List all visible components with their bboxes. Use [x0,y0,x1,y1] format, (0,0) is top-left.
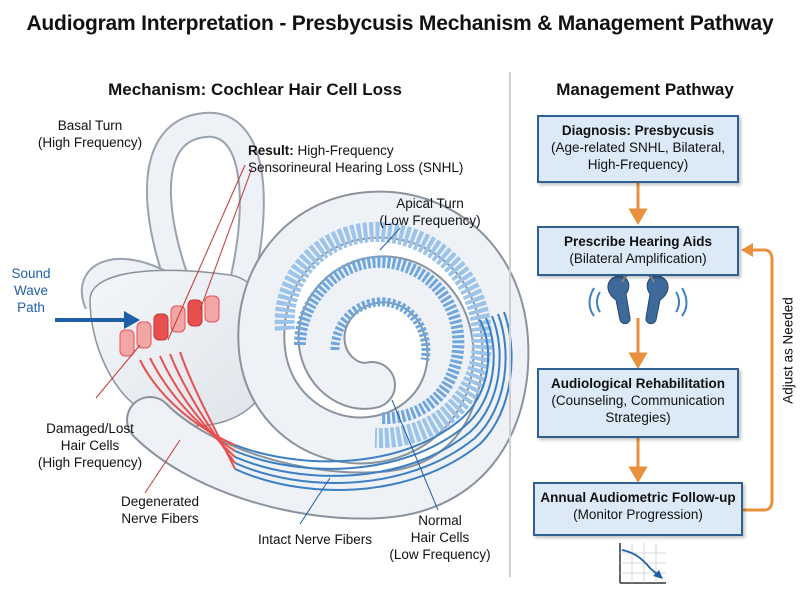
apical-turn-label: Apical Turn (Low Frequency) [379,196,481,228]
basal-turn-label: Basal Turn (High Frequency) [37,118,143,150]
step-diagnosis-box: Diagnosis: Presbycusis (Age-related SNHL… [537,115,739,183]
management-heading: Management Pathway [556,80,734,99]
normal-hair-cells-label: Normal Hair Cells (Low Frequency) [389,513,491,562]
intact-fibers-label: Intact Nerve Fibers [257,532,373,547]
damaged-hair-cells-label: Damaged/Lost Hair Cells (High Frequency) [37,421,143,470]
section-divider [509,72,511,577]
degenerated-fibers-label: Degenerated Nerve Fibers [120,494,200,526]
audiogram-chart-icon [619,543,666,584]
adjust-as-needed-label: Adjust as Needed [780,297,796,404]
step-followup-box: Annual Audiometric Follow-up (Monitor Pr… [533,482,743,536]
step-hearing-aids-box: Prescribe Hearing Aids (Bilateral Amplif… [537,226,739,276]
degenerated-nerve-fibers [139,351,236,470]
feedback-loop-arrow [740,248,774,512]
intact-nerve-fibers [234,311,513,491]
step-rehabilitation-box: Audiological Rehabilitation (Counseling,… [537,368,739,438]
mechanism-heading: Mechanism: Cochlear Hair Cell Loss [108,80,402,99]
result-label: Result: High-Frequency Sensorineural Hea… [248,143,464,175]
page-title: Audiogram Interpretation - Presbycusis M… [26,12,774,35]
sound-wave-label: Sound Wave Path [11,266,51,315]
normal-hair-cell-ring [274,221,493,449]
hearing-aids-icon [588,270,688,325]
flow-arrows [628,182,648,483]
